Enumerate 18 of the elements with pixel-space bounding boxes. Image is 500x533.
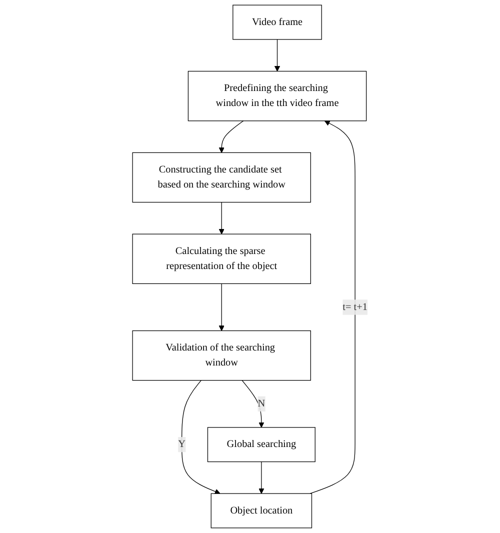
edge-label: N	[258, 398, 266, 409]
edge-label: Y	[178, 438, 186, 450]
arrow	[242, 380, 264, 428]
edge-label: t= t+1	[342, 301, 368, 312]
node-box: Calculating the sparse representation of the object	[132, 234, 311, 284]
node-box: Constructing the candidate set based on the searching window	[132, 152, 311, 203]
node-box: Global searching	[207, 427, 316, 462]
arrow	[218, 202, 224, 234]
arrow	[218, 120, 244, 153]
arrow	[310, 120, 356, 494]
arrow	[218, 283, 224, 331]
node-box: Video frame	[232, 4, 322, 40]
node-box: Predefining the searching window in the tth video frame	[188, 70, 367, 122]
node-box: Validation of the searching window	[132, 330, 311, 381]
arrow	[274, 39, 280, 72]
node-box: Object location	[210, 493, 312, 528]
arrow	[181, 380, 220, 494]
arrow	[258, 461, 264, 494]
